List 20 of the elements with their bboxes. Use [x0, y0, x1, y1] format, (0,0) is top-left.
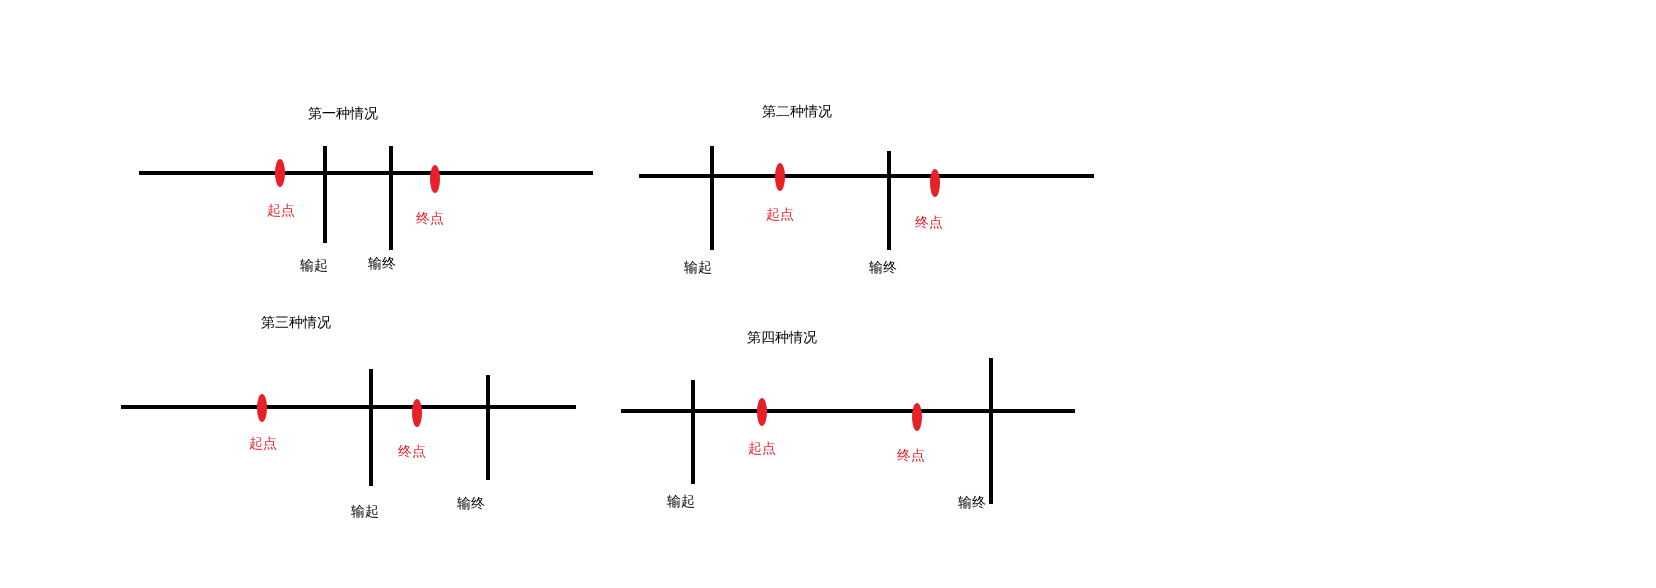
point-label: 起点	[249, 435, 277, 451]
point-label: 起点	[267, 202, 295, 218]
boundary-label: 输起	[667, 493, 695, 509]
point-label: 终点	[416, 210, 444, 226]
boundary-label: 输起	[684, 259, 712, 275]
point-label: 终点	[897, 447, 925, 463]
panel-title: 第三种情况	[261, 314, 331, 330]
point-label: 起点	[766, 206, 794, 222]
boundary-label: 输起	[300, 257, 328, 273]
panel-title: 第四种情况	[747, 329, 817, 345]
point-label: 终点	[398, 443, 426, 459]
point-label: 起点	[748, 440, 776, 456]
panel-title: 第二种情况	[762, 103, 832, 119]
boundary-label: 输终	[457, 495, 485, 511]
boundary-label: 输终	[869, 259, 897, 275]
boundary-label: 输起	[351, 503, 379, 519]
boundary-label: 输终	[368, 255, 396, 271]
panel-title: 第一种情况	[308, 105, 378, 121]
point-label: 终点	[915, 214, 943, 230]
boundary-label: 输终	[958, 494, 986, 510]
